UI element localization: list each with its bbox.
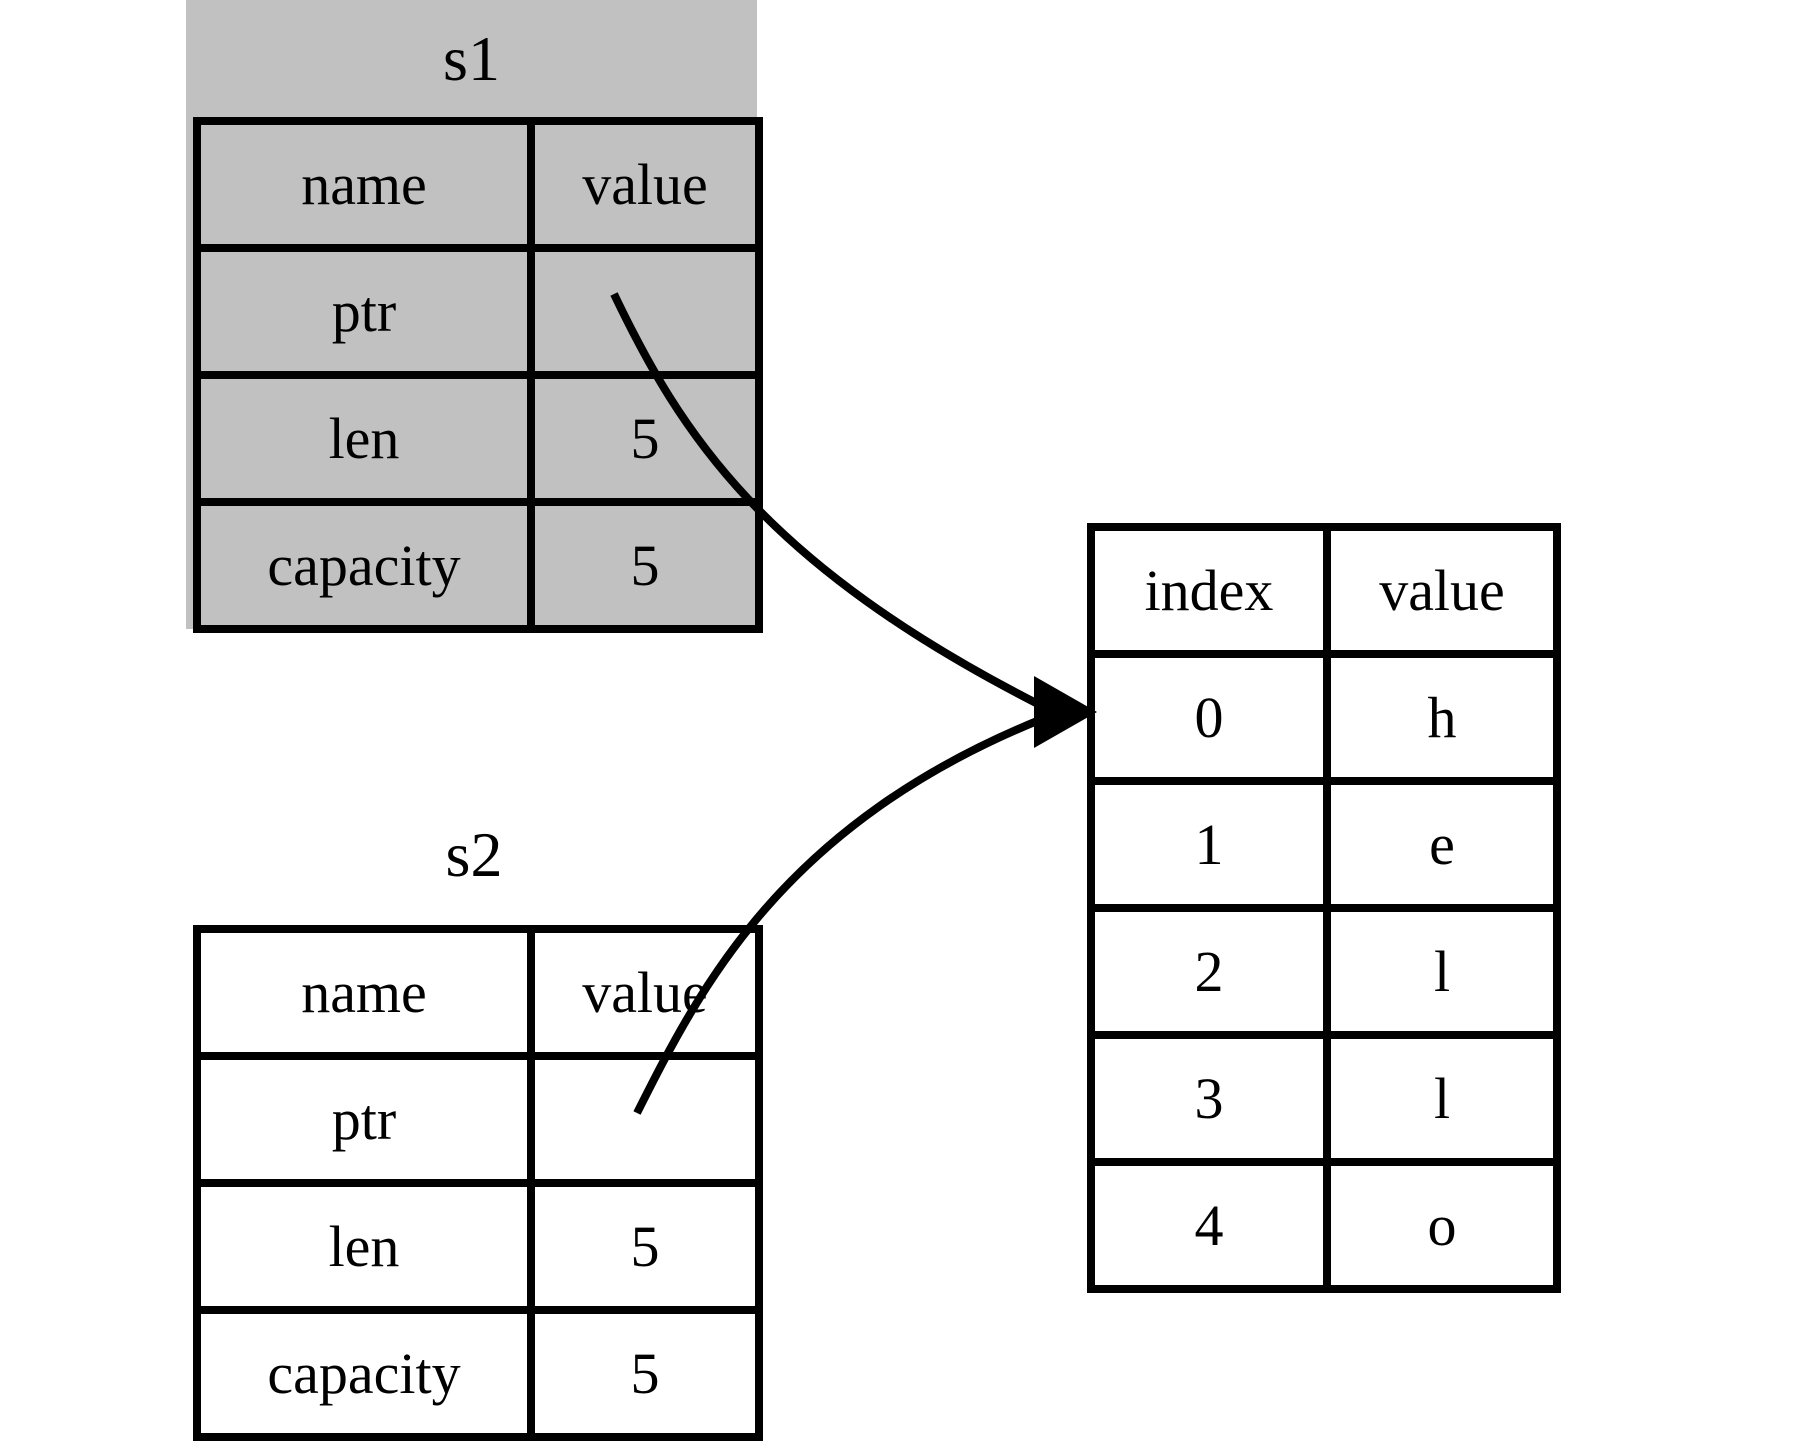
s1-title: s1 (443, 23, 500, 94)
table-cell: 5 (527, 498, 763, 633)
column-header: value (527, 117, 763, 252)
table-cell: o (1323, 1158, 1561, 1293)
s2-data-row: ptr (193, 1052, 763, 1187)
table-cell: 5 (527, 1179, 763, 1314)
table-cell: 2 (1087, 904, 1331, 1039)
table-cell: 5 (527, 1306, 763, 1441)
table-cell: ptr (193, 1052, 535, 1187)
table-cell: l (1323, 904, 1561, 1039)
table-cell (527, 244, 763, 379)
column-header: value (1323, 523, 1561, 658)
table-cell: 5 (527, 371, 763, 506)
table-cell: e (1323, 777, 1561, 912)
table-cell: 0 (1087, 650, 1331, 785)
column-header: index (1087, 523, 1331, 658)
column-header: value (527, 925, 763, 1060)
table-cell: 4 (1087, 1158, 1331, 1293)
table-cell: l (1323, 1031, 1561, 1166)
s1-data-row: ptr (193, 244, 763, 379)
table-cell: h (1323, 650, 1561, 785)
table-cell (527, 1052, 763, 1187)
table-cell: capacity (193, 498, 535, 633)
table-cell: len (193, 371, 535, 506)
table-cell: ptr (193, 244, 535, 379)
column-header: name (193, 117, 535, 252)
table-cell: capacity (193, 1306, 535, 1441)
table-cell: 1 (1087, 777, 1331, 912)
table-cell: 3 (1087, 1031, 1331, 1166)
column-header: name (193, 925, 535, 1060)
table-cell: len (193, 1179, 535, 1314)
s2-title: s2 (445, 819, 503, 890)
